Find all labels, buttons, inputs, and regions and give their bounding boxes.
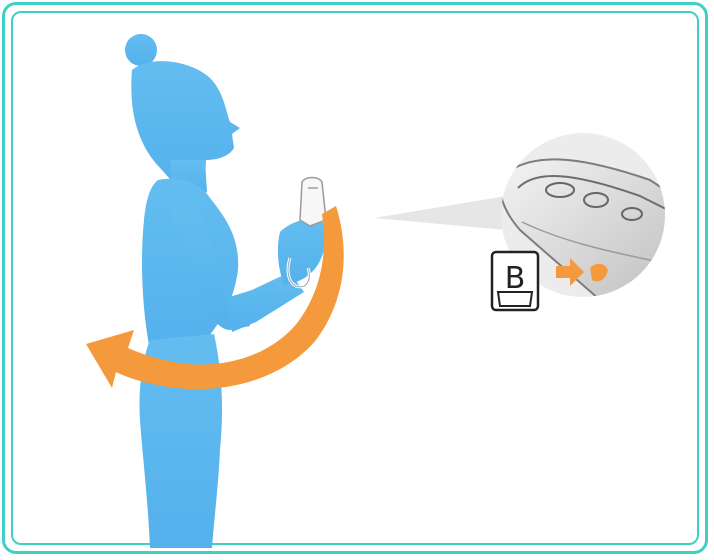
b-button-icon: B	[492, 252, 538, 310]
woman-silhouette-icon	[125, 34, 327, 548]
zoom-pointer	[374, 196, 506, 230]
b-button-label: B	[505, 261, 526, 296]
